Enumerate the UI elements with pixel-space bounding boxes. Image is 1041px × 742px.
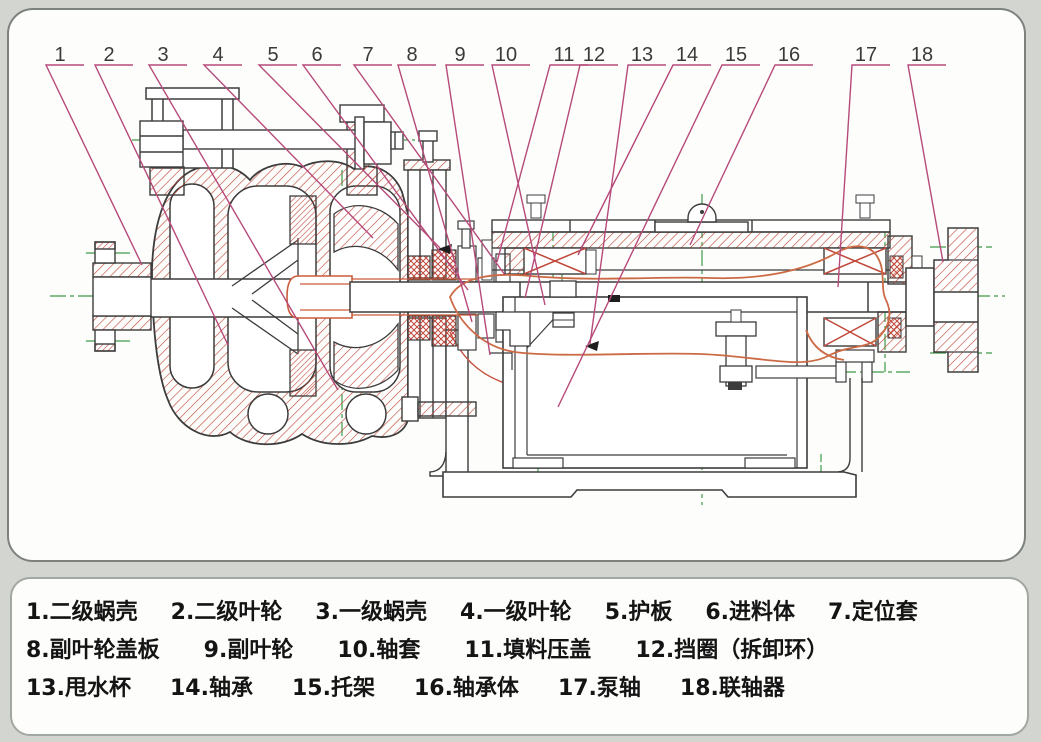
legend-item: 11.填料压盖 xyxy=(464,638,592,663)
legend-panel xyxy=(10,577,1029,736)
callout-5: 5 xyxy=(267,44,279,66)
callout-2: 2 xyxy=(103,44,115,66)
callout-7: 7 xyxy=(362,44,374,66)
legend-item: 5.护板 xyxy=(604,600,673,625)
callout-8: 8 xyxy=(406,44,418,66)
legend-item: 12.挡圈（拆卸环） xyxy=(635,638,829,663)
legend-item: 3.一级蜗壳 xyxy=(315,600,428,625)
legend-item: 10.轴套 xyxy=(337,638,421,663)
bracket-box xyxy=(490,280,873,469)
legend-item: 14.轴承 xyxy=(169,676,253,701)
callout-4: 4 xyxy=(212,44,224,66)
legend-item: 13.甩水杯 xyxy=(26,676,131,701)
callout-12: 12 xyxy=(582,44,606,66)
legend-item: 1.二级蜗壳 xyxy=(26,600,138,625)
legend-item: 17.泵轴 xyxy=(557,676,641,701)
legend-item: 15.托架 xyxy=(291,676,375,701)
callout-16: 16 xyxy=(777,44,801,66)
legend-item: 4.一级叶轮 xyxy=(460,600,572,625)
legend-row-1: 1.二级蜗壳 2.二级叶轮 3.一级蜗壳 4.一级叶轮 5.护板 6.进料体 7… xyxy=(26,594,918,626)
legend-item: 7.定位套 xyxy=(828,600,918,625)
callout-17: 17 xyxy=(854,44,878,66)
callout-6: 6 xyxy=(311,44,323,66)
legend-item: 8.副叶轮盖板 xyxy=(26,638,160,663)
callout-1: 1 xyxy=(54,44,66,66)
callout-13: 13 xyxy=(630,44,654,66)
callout-14: 14 xyxy=(675,44,699,66)
bearing-body-contour xyxy=(449,245,891,364)
leader-lines xyxy=(44,64,946,408)
coupling xyxy=(905,227,979,373)
base-plate xyxy=(442,471,857,498)
first-stage-impeller xyxy=(333,205,399,389)
legend-row-2: 8.副叶轮盖板 9.副叶轮 10.轴套 11.填料压盖 12.挡圈（拆卸环） xyxy=(26,632,828,664)
callout-3: 3 xyxy=(157,44,169,66)
callout-18: 18 xyxy=(910,44,934,66)
suction-flange xyxy=(92,241,152,352)
callout-9: 9 xyxy=(454,44,466,66)
legend-item: 18.联轴器 xyxy=(679,676,785,701)
callout-11: 11 xyxy=(553,44,575,66)
bearing-right xyxy=(823,247,887,347)
callout-15: 15 xyxy=(724,44,748,66)
legend-item: 9.副叶轮 xyxy=(203,638,294,663)
legend-item: 2.二级叶轮 xyxy=(170,600,283,625)
legend-row-3: 13.甩水杯 14.轴承 15.托架 16.轴承体 17.泵轴 18.联轴器 xyxy=(26,670,785,702)
reference-markers xyxy=(438,244,620,351)
bearing-housing xyxy=(481,194,923,473)
legend-item: 6.进料体 xyxy=(705,600,796,625)
legend: 1.二级蜗壳 2.二级叶轮 3.一级蜗壳 4.一级叶轮 5.护板 6.进料体 7… xyxy=(10,577,1029,736)
second-stage-impeller xyxy=(231,195,353,397)
legend-item: 16.轴承体 xyxy=(413,676,519,701)
casing-tie-bolt xyxy=(139,104,404,196)
callout-10: 10 xyxy=(494,44,518,66)
